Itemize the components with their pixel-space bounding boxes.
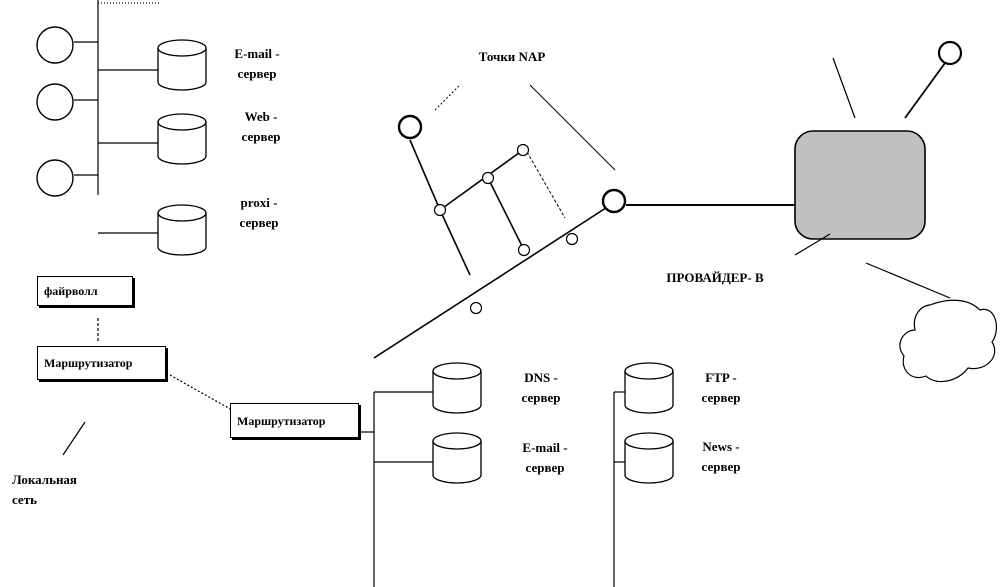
workstation-node-1 [36, 26, 74, 64]
nap-node-small-5 [565, 232, 579, 246]
news-server-label: News -сервер [701, 439, 741, 474]
email-server-2-cylinder [432, 432, 482, 484]
email-server-1-cylinder [157, 39, 207, 91]
router-2-label: Маршрутизатор [237, 413, 326, 428]
router-2-box: Маршрутизатор [230, 403, 359, 438]
nap-node-small-4 [517, 243, 531, 257]
workstation-node-3 [36, 159, 74, 197]
proxi-server-cylinder [157, 204, 207, 256]
ftp-server-cylinder [624, 362, 674, 414]
nap-node-small-1 [433, 203, 447, 217]
ftp-server-label: FTP -сервер [701, 370, 741, 405]
workstation-node-2 [36, 83, 74, 121]
proxi-server-label: proxi -сервер [239, 195, 279, 230]
nap-node-small-3 [516, 143, 530, 157]
provider-bus-lines [360, 391, 626, 587]
email-server-2-label: E-mail -сервер [522, 440, 568, 475]
local-network-group [74, 0, 160, 234]
firewall-box: файрволл [37, 276, 133, 306]
email-server-1-label: E-mail -сервер [234, 46, 280, 81]
nap-gateway-node [601, 188, 627, 214]
dns-server-cylinder [432, 362, 482, 414]
router-1-box: Маршрутизатор [37, 346, 166, 380]
nap-node-small-6 [469, 301, 483, 315]
provider-b-box [794, 130, 926, 240]
provider-client-node [937, 40, 963, 66]
router-1-label: Маршрутизатор [44, 356, 133, 370]
nap-node-small-2 [481, 171, 495, 185]
firewall-label: файрволл [44, 284, 98, 298]
internet-cloud-icon [899, 299, 997, 383]
web-server-cylinder [157, 113, 207, 165]
nap-points-label: Точки NAP [478, 49, 546, 64]
nap-backbone [373, 84, 795, 359]
web-server-label: Web -сервер [241, 109, 281, 144]
news-server-cylinder [624, 432, 674, 484]
nap-node-large [397, 114, 423, 140]
dns-server-label: DNS -сервер [521, 370, 561, 405]
provider-label: ПРОВАЙДЕР- В [666, 270, 764, 285]
